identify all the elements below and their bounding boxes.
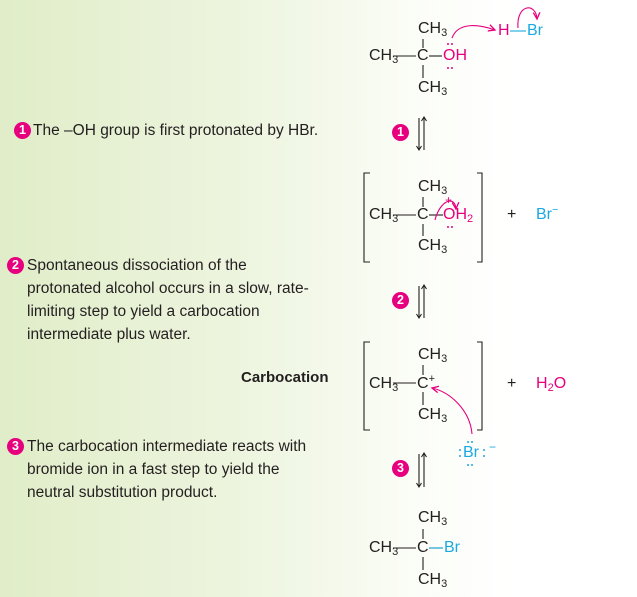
step-1-text: The –OH group is first protonated by HBr… [33,119,318,142]
product-left-methyl: CH3 [369,539,399,558]
hbr-bromine: Br [527,22,543,39]
step-text-line: intermediate plus water. [27,326,191,343]
carbocation-bottom-methyl: CH3 [418,406,448,425]
alcohol-left-methyl: CH3 [369,47,399,66]
protonated-carbon: C [417,206,429,223]
arrow-step-1-badge: 1 [392,124,409,141]
carbocation-left-methyl: CH3 [369,375,399,394]
plus-sign: + [507,206,517,223]
oxonium-charge: + [445,193,453,207]
plus-sign: + [507,375,517,392]
hbr-hydrogen: H [498,22,510,39]
bracket [363,172,483,263]
protonated-oxonium: OH2 [443,206,474,225]
step-text-line: Spontaneous dissociation of the [27,257,247,274]
bromide-ion: Br− [536,204,559,225]
product-top-methyl: CH3 [418,509,448,528]
step-2-badge: 2 [7,257,24,274]
product-bottom-methyl: CH3 [418,571,448,590]
curved-arrow [434,200,456,221]
bromide-symbol: Br [536,206,552,223]
arrow-step-3-badge: 3 [392,460,409,477]
step-text-line: limiting step to yield a carbocation [27,303,260,320]
equilibrium-arrow-3 [416,451,427,489]
carbocation-charge: + [428,373,435,385]
curved-arrow [451,26,495,39]
carbocation-carbon: C+ [417,373,435,394]
alcohol-bottom-methyl: CH3 [418,79,448,98]
protonated-bottom-methyl: CH3 [418,237,448,256]
curved-arrow [432,388,473,435]
step-3-badge: 3 [7,438,24,455]
product-carbon: C [417,539,429,556]
protonated-left-methyl: CH3 [369,206,399,225]
step-text-line: protonated alcohol occurs in a slow, rat… [27,280,309,297]
carbocation-label: Carbocation [241,369,329,386]
alcohol-carbon: C [417,47,429,64]
carbocation-top-methyl: CH3 [418,346,448,365]
step-text-line: The –OH group is first protonated by HBr… [33,122,319,139]
step-text-line: The carbocation intermediate reacts with [27,438,307,455]
bromide-nucleophile-charge: − [489,440,497,454]
water: H2O [536,375,567,394]
product-bromine: Br [444,539,460,556]
bracket [363,341,483,431]
step-text-line: bromide ion in a fast step to yield the [27,461,280,478]
carbon-symbol: C [417,375,429,392]
protonated-top-methyl: CH3 [418,178,448,197]
step-text-line: neutral substitution product. [27,484,218,501]
alcohol-hydroxyl: OH [443,47,467,64]
bromide-charge: − [552,204,559,216]
alcohol-top-methyl: CH3 [418,20,448,39]
curved-arrow [517,7,537,29]
equilibrium-arrow-1 [416,115,427,152]
bromide-lone-pairs [459,441,485,466]
step-3-text: The carbocation intermediate reacts with… [27,435,306,504]
step-1-badge: 1 [14,122,31,139]
bromide-nucleophile: Br [463,444,479,461]
step-2-text: Spontaneous dissociation of the protonat… [27,254,309,346]
equilibrium-arrow-2 [416,283,427,320]
lone-pairs [447,43,453,228]
arrow-step-2-badge: 2 [392,292,409,309]
